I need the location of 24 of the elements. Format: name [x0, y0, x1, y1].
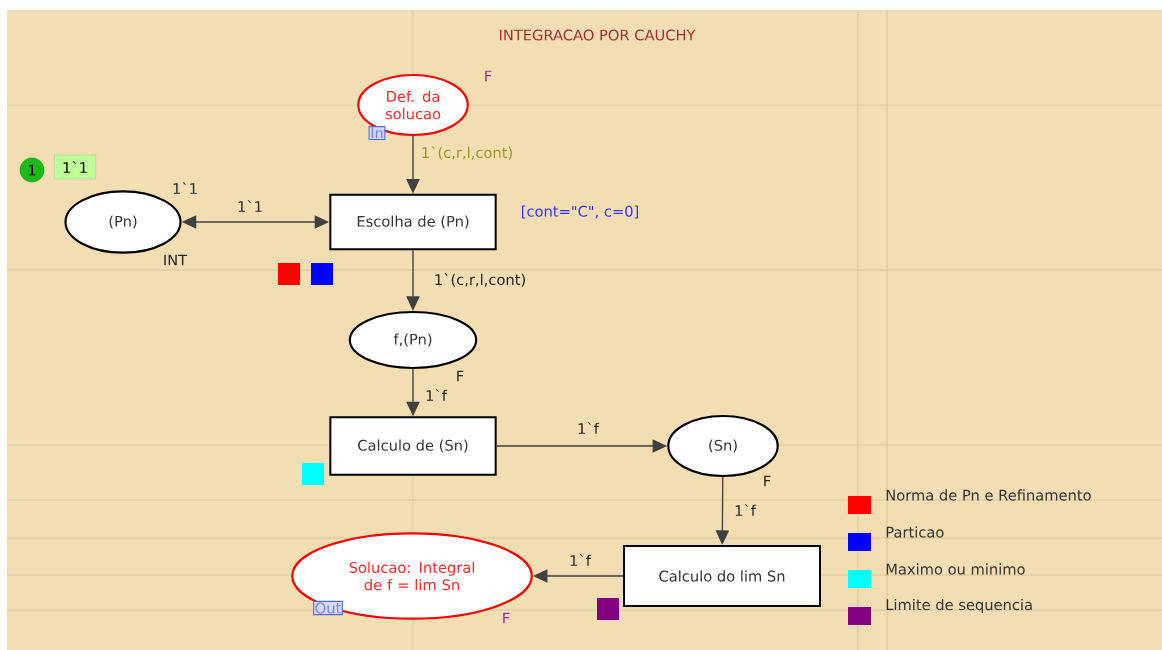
arc-label: 1`1 [238, 200, 262, 212]
fusion-label: F [485, 70, 492, 82]
type-label: INT [164, 254, 188, 266]
arc-label: 1`f [735, 504, 757, 516]
port-tag: Out [313, 600, 343, 616]
arc-label: 1`(c,r,l,cont) [422, 146, 512, 160]
transition-box: Escolha de (Pn) [329, 193, 497, 251]
legend-label: Maximo ou minimo [886, 563, 1025, 575]
arc-label: 1`f [578, 422, 600, 434]
transition-box: Calculo do lim Sn [623, 545, 821, 607]
legend-label: Norma de Pn e Refinamento [886, 489, 1091, 501]
title: INTEGRACAO POR CAUCHY [499, 29, 696, 41]
arc-label: 1`(c,r,l,cont) [435, 273, 525, 287]
transition-box: Calculo de (Sn) [329, 416, 497, 476]
type-label: F [457, 370, 464, 382]
type-label: F [764, 475, 771, 487]
arc-label: 1`f [426, 389, 448, 401]
arc-arrow [715, 476, 730, 545]
guard-label: [cont="C", c=0] [522, 205, 638, 219]
port-tag: In [368, 126, 386, 140]
marking-box: 1`1 [54, 154, 96, 180]
legend-label: Particao [886, 526, 944, 538]
arc-label: 1`f [570, 554, 592, 566]
legend-label: Limite de sequencia [886, 598, 1032, 614]
